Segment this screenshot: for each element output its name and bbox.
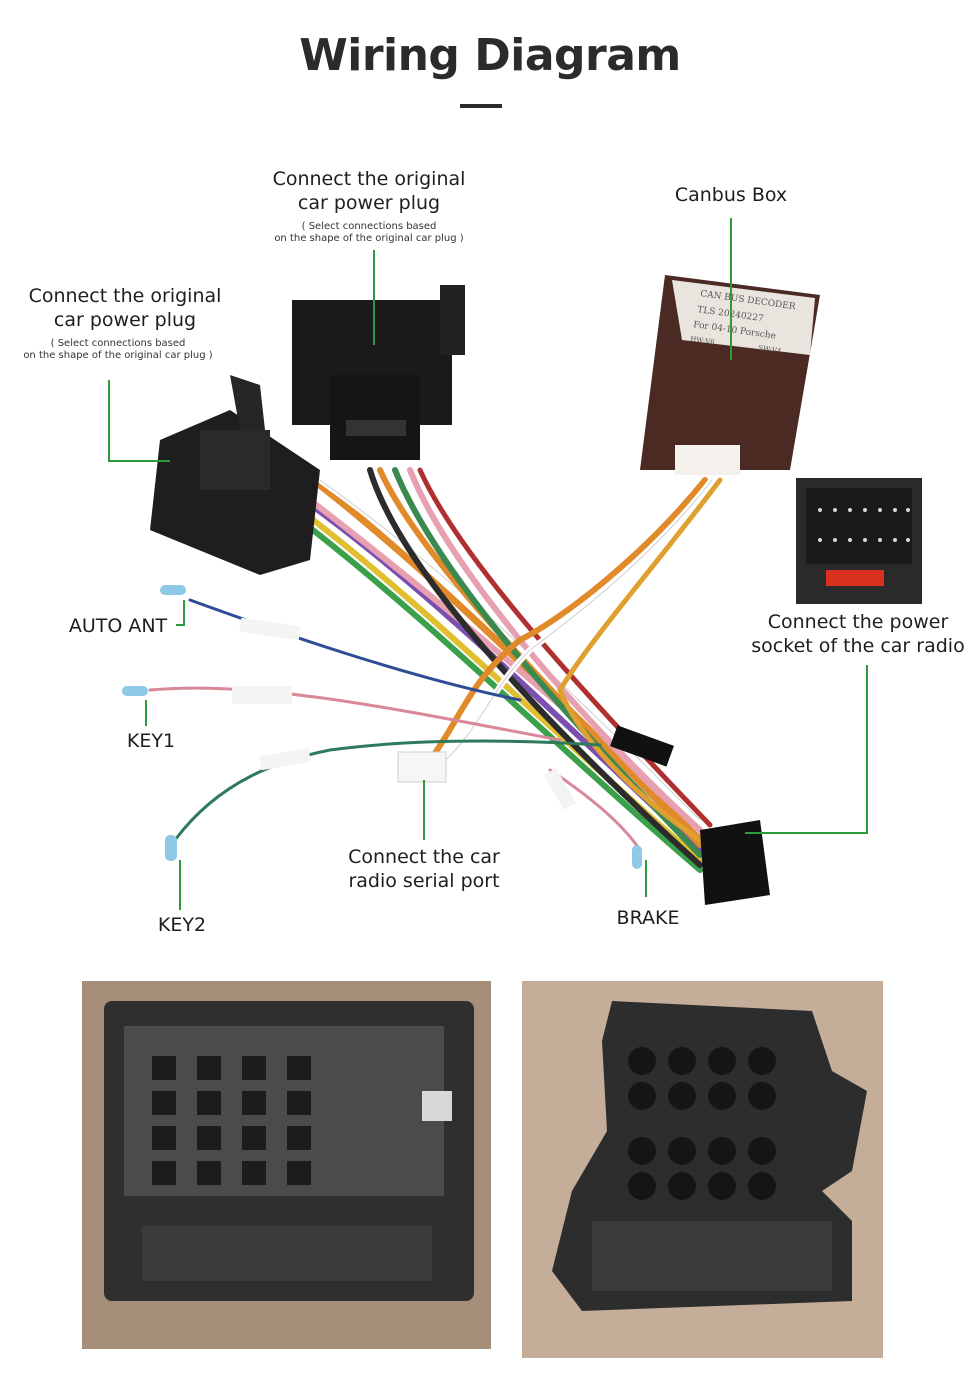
wire-bundle [148, 466, 723, 873]
key1-tip [122, 686, 148, 696]
connector-photo-left [82, 981, 491, 1349]
auto-ant-label: AUTO ANT [68, 615, 168, 637]
top-plug-sub-2: on the shape of the original car plug ) [274, 233, 464, 244]
auto-ant-wire-tag [239, 617, 301, 641]
key2-label: KEY2 [157, 914, 207, 936]
canbus-box-label: Canbus Box [674, 184, 788, 206]
left-plug-sub-1: ( Select connections based [50, 338, 186, 349]
page-title: Wiring Diagram [299, 30, 681, 81]
serial-label-1: Connect the car [348, 846, 500, 868]
title-underline [460, 104, 502, 108]
top-plug-sub-1: ( Select connections based [301, 221, 437, 232]
power-socket-label-1: Connect the power [767, 611, 949, 633]
key1-label: KEY1 [126, 730, 176, 752]
power-socket-photo [796, 478, 922, 604]
canbus-label-sw: SW:V4 [758, 344, 783, 355]
top-plug-title-1: Connect the original [272, 168, 466, 190]
key2-tip [165, 835, 177, 861]
connector-photo-right [522, 981, 883, 1358]
pointer-lines [108, 218, 868, 910]
key2-wire-tag [259, 747, 311, 771]
auto-ant-tip [160, 585, 186, 595]
brake-tip [632, 845, 642, 869]
serial-label-2: radio serial port [348, 870, 500, 892]
output-connector [610, 725, 770, 905]
key1-wire-tag [232, 686, 292, 704]
left-plug-title-1: Connect the original [28, 285, 222, 307]
wire-tips [122, 585, 642, 869]
top-plug-title-2: car power plug [297, 192, 441, 214]
left-connector [150, 375, 320, 575]
pointer-auto-ant [176, 600, 185, 626]
left-plug-title-2: car power plug [53, 309, 197, 331]
serial-port-plug [397, 751, 447, 783]
canbus-box: CAN BUS DECODER TLS 20240227 For 04-10 P… [640, 275, 820, 475]
left-plug-sub-2: on the shape of the original car plug ) [23, 350, 213, 361]
pointer-power-socket [745, 665, 868, 834]
power-socket-label-2: socket of the car radio [751, 635, 965, 657]
wiring-diagram: CAN BUS DECODER TLS 20240227 For 04-10 P… [108, 218, 922, 910]
canbus-label-hw: HW:V6 [690, 335, 716, 346]
top-connector [292, 285, 465, 460]
brake-wire-tag [543, 768, 577, 810]
brake-label: BRAKE [616, 907, 680, 929]
pointer-left-plug [108, 380, 170, 462]
